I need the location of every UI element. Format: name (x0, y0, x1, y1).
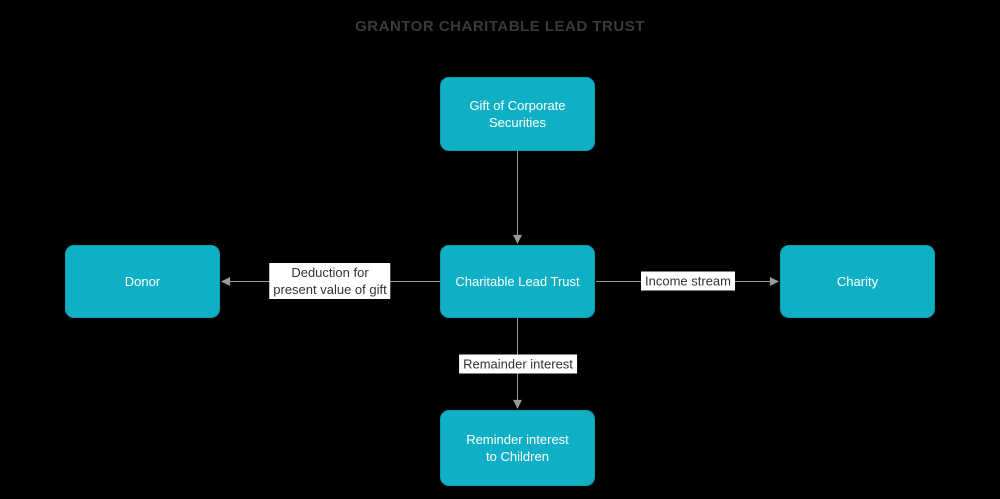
node-donor[interactable]: Donor (65, 245, 220, 318)
node-label: Charity (836, 274, 879, 289)
node-charity[interactable]: Charity (780, 245, 935, 318)
edge-label-line: Deduction for (291, 265, 369, 280)
node-label: Reminder interest to Children (466, 432, 569, 464)
node-label: Gift of Corporate Securities (469, 98, 566, 130)
node-gift-of-corporate-securities[interactable]: Gift of Corporate Securities (440, 77, 595, 151)
diagram-title: GRANTOR CHARITABLE LEAD TRUST (355, 18, 645, 35)
edge-label-deduction-for-present-value-of-gift: Deduction for present value of gift (269, 263, 391, 299)
node-reminder-interest-to-children[interactable]: Reminder interest to Children (440, 410, 595, 486)
edge-label-line: Income stream (645, 273, 731, 289)
edge-label-line: Remainder interest (463, 356, 573, 372)
edge-label-line: present value of gift (273, 282, 387, 297)
node-charitable-lead-trust[interactable]: Charitable Lead Trust (440, 245, 595, 318)
node-label: Donor (124, 274, 161, 289)
edge-label-income-stream: Income stream (641, 271, 735, 291)
edge-label-remainder-interest: Remainder interest (459, 354, 577, 374)
node-label: Charitable Lead Trust (455, 274, 580, 289)
